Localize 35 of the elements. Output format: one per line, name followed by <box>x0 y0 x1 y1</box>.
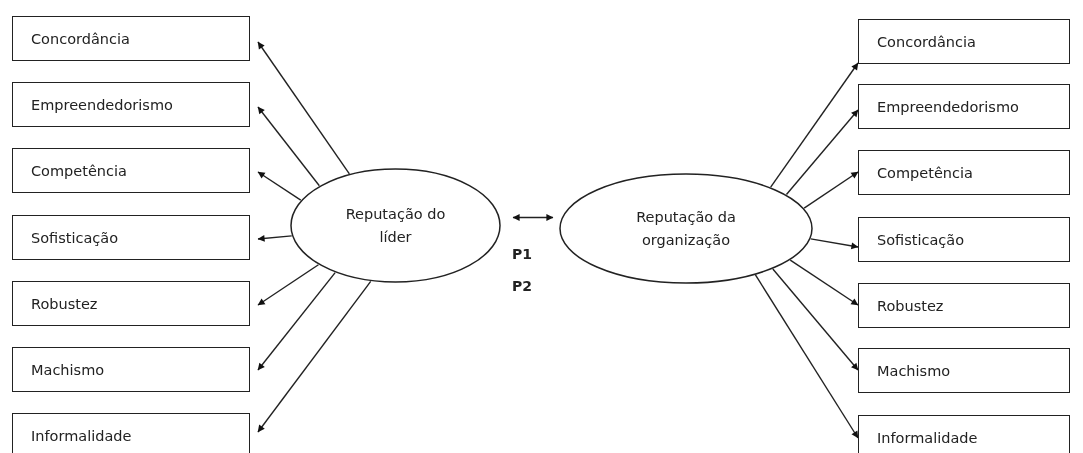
arrow <box>257 280 372 433</box>
arrow <box>512 214 554 221</box>
arrow <box>257 264 320 306</box>
construct-label: Reputação da organização <box>635 208 737 250</box>
dimension-box: Empreendedorismo <box>858 84 1070 129</box>
dimension-box: Competência <box>12 148 250 193</box>
dimension-box: Robustez <box>12 281 250 326</box>
dimension-box: Sofisticação <box>858 217 1070 262</box>
dimension-box: Concordância <box>858 19 1070 64</box>
dimension-box: Informalidade <box>858 415 1070 453</box>
arrow <box>803 171 859 209</box>
hypothesis-label: P2 <box>512 278 532 294</box>
arrow <box>754 274 859 439</box>
construct-label: Reputação do líder <box>344 205 447 247</box>
arrow <box>257 234 293 242</box>
arrow <box>257 271 336 371</box>
dimension-box: Machismo <box>858 348 1070 393</box>
construct-ellipse <box>559 173 813 284</box>
dimension-box: Sofisticação <box>12 215 250 260</box>
arrow <box>772 268 859 371</box>
dimension-box: Empreendedorismo <box>12 82 250 127</box>
arrow <box>257 41 351 175</box>
arrow <box>785 109 859 196</box>
hypothesis-label: P1 <box>512 246 532 262</box>
dimension-box: Machismo <box>12 347 250 392</box>
arrow <box>789 259 859 306</box>
arrow <box>257 171 302 201</box>
arrow <box>810 238 859 250</box>
dimension-box: Concordância <box>12 16 250 61</box>
arrow <box>769 62 859 188</box>
dimension-box: Informalidade <box>12 413 250 453</box>
construct-ellipse <box>290 168 501 283</box>
arrow <box>257 106 321 187</box>
dimension-box: Competência <box>858 150 1070 195</box>
dimension-box: Robustez <box>858 283 1070 328</box>
